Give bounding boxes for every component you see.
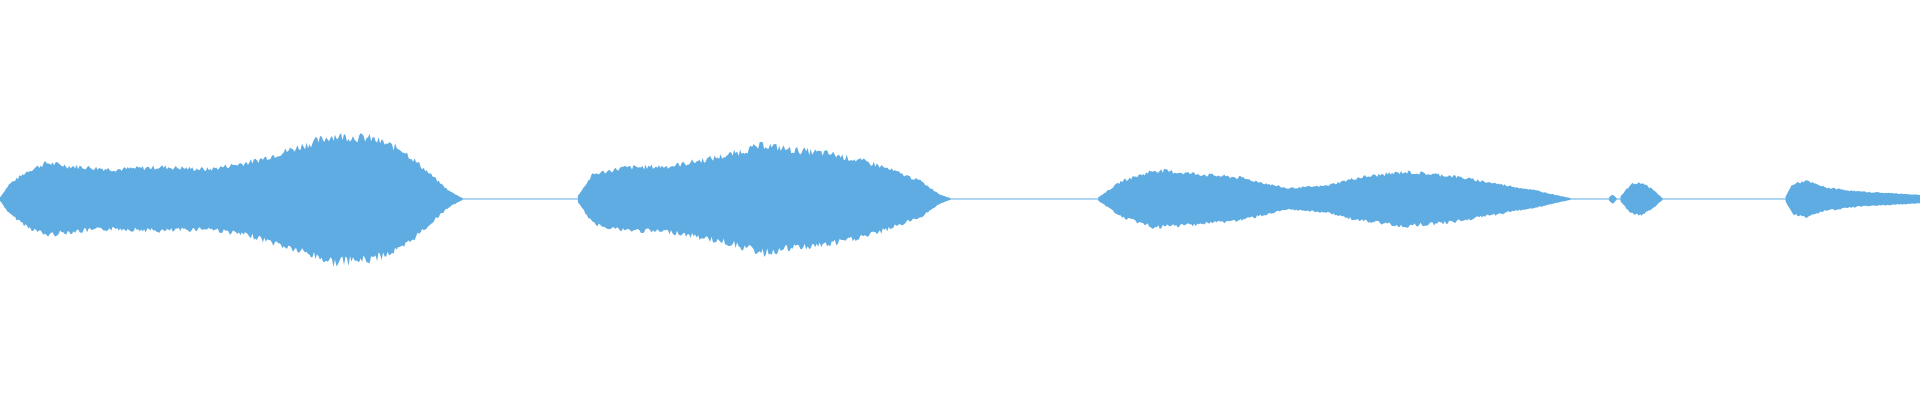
waveform-segments [0,133,1920,267]
waveform-segment-2 [577,141,951,257]
waveform-segment-6 [1785,180,1920,219]
waveform-segment-1 [0,133,463,267]
waveform-segment-4 [1609,195,1617,204]
waveform-segment-3 [1098,168,1571,229]
waveform-segment-5 [1620,182,1663,216]
